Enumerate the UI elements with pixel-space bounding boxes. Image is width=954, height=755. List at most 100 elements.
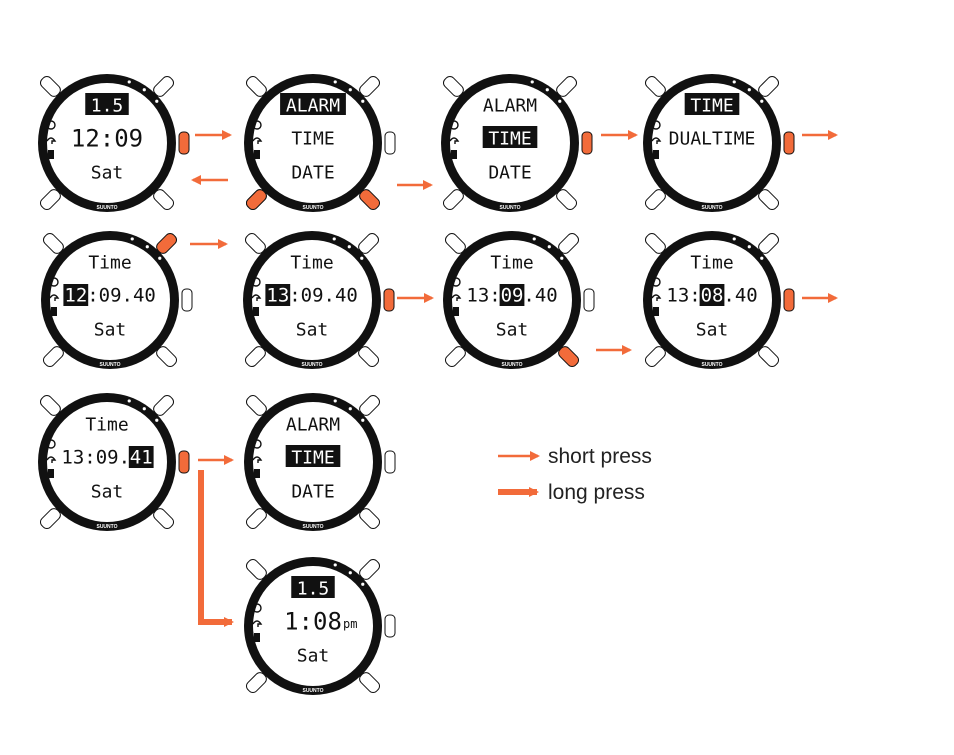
- bezel-dot: [545, 88, 549, 92]
- top-right-button[interactable]: [152, 393, 176, 417]
- watch-face: [252, 240, 372, 360]
- display-mid-part: .40: [723, 285, 757, 307]
- top-left-button[interactable]: [244, 393, 268, 417]
- bottom-left-button[interactable]: [38, 188, 62, 212]
- mid-right-button[interactable]: [583, 288, 595, 312]
- display-top-highlight: [684, 93, 740, 115]
- display-top: ALARM: [286, 414, 340, 435]
- mid-right-button[interactable]: [181, 288, 193, 312]
- bezel-dot: [333, 399, 337, 403]
- top-right-button[interactable]: [358, 393, 382, 417]
- bottom-left-button-active[interactable]: [244, 188, 268, 212]
- bezel-dot: [361, 582, 365, 586]
- bezel-dot: [361, 418, 365, 422]
- altitude-icon: [46, 137, 57, 144]
- bezel-dot: [348, 88, 352, 92]
- bottom-right-button[interactable]: [358, 188, 382, 212]
- top-right-button[interactable]: [155, 231, 179, 255]
- arrow-9-11-long: [198, 470, 234, 627]
- top-left-button[interactable]: [244, 74, 268, 98]
- bottom-left-button[interactable]: [243, 345, 267, 369]
- logbook-icon: [254, 633, 260, 642]
- top-left-button[interactable]: [41, 231, 65, 255]
- bezel-dot: [732, 237, 736, 241]
- bottom-left-button[interactable]: [441, 188, 465, 212]
- top-right-button[interactable]: [152, 74, 176, 98]
- mid-right-button[interactable]: [783, 288, 795, 312]
- top-left-button[interactable]: [243, 231, 267, 255]
- logbook-icon: [48, 469, 54, 478]
- logbook-icon: [253, 307, 259, 316]
- display-mid-part: 13:09.: [61, 447, 130, 469]
- bezel-dot: [127, 80, 131, 84]
- top-right-button[interactable]: [358, 74, 382, 98]
- display-mid-part: 09: [501, 285, 524, 307]
- bottom-right-button[interactable]: [152, 507, 176, 531]
- bezel-dot: [560, 256, 564, 260]
- watch-face: [253, 566, 373, 686]
- display-bottom: DATE: [291, 162, 334, 183]
- bottom-left-button[interactable]: [244, 507, 268, 531]
- bezel-dot: [142, 88, 146, 92]
- display-mid-part: 13:: [666, 285, 700, 307]
- mid-right-button[interactable]: [384, 131, 396, 155]
- top-left-button[interactable]: [38, 393, 62, 417]
- mid-right-button[interactable]: [383, 288, 395, 312]
- bottom-right-button[interactable]: [155, 345, 179, 369]
- logbook-icon: [453, 307, 459, 316]
- mid-right-button[interactable]: [178, 131, 190, 155]
- display-mid-highlight: [285, 445, 341, 467]
- clock-icon: [651, 120, 661, 130]
- mid-right-button[interactable]: [384, 614, 396, 638]
- bottom-left-button[interactable]: [443, 345, 467, 369]
- mid-right-button[interactable]: [581, 131, 593, 155]
- display-top-highlight: [280, 93, 346, 115]
- display-bottom: Sat: [297, 645, 330, 666]
- display-top: Time: [85, 414, 128, 435]
- brand-label: SUUNTO: [701, 205, 722, 211]
- display-mid-part: 13:: [466, 285, 500, 307]
- display-mid-highlight: [482, 126, 538, 148]
- display-top: 1.5: [297, 578, 330, 599]
- top-right-button[interactable]: [357, 231, 381, 255]
- clock-icon: [451, 277, 461, 287]
- mid-right-button[interactable]: [783, 131, 795, 155]
- display-bottom: Sat: [496, 319, 529, 340]
- display-mid-highlight: [128, 446, 154, 468]
- display-top: TIME: [690, 95, 733, 116]
- mid-right-button[interactable]: [384, 450, 396, 474]
- display-mid: TIME: [488, 128, 531, 149]
- bottom-right-button[interactable]: [357, 345, 381, 369]
- logbook-icon: [653, 307, 659, 316]
- brand-label: SUUNTO: [302, 688, 323, 694]
- bezel-dot: [747, 88, 751, 92]
- logbook-icon: [48, 150, 54, 159]
- display-bottom: DATE: [488, 162, 531, 183]
- bottom-right-button[interactable]: [358, 507, 382, 531]
- top-left-button[interactable]: [443, 231, 467, 255]
- display-mid-highlight: [699, 284, 725, 306]
- display-mid: TIME: [291, 128, 334, 149]
- brand-label: SUUNTO: [302, 524, 323, 530]
- altitude-icon: [251, 294, 262, 301]
- watch-face: [50, 240, 170, 360]
- display-top: ALARM: [483, 95, 537, 116]
- bottom-left-button[interactable]: [38, 507, 62, 531]
- top-left-button[interactable]: [441, 74, 465, 98]
- bottom-left-button[interactable]: [41, 345, 65, 369]
- logbook-icon: [51, 307, 57, 316]
- display-mid-part: 41: [130, 447, 153, 469]
- display-bottom: Sat: [91, 162, 124, 183]
- mid-right-button[interactable]: [178, 450, 190, 474]
- bottom-right-button[interactable]: [152, 188, 176, 212]
- display-top: Time: [290, 252, 333, 273]
- bezel-dot: [145, 245, 149, 249]
- display-mid-suffix: pm: [343, 617, 357, 631]
